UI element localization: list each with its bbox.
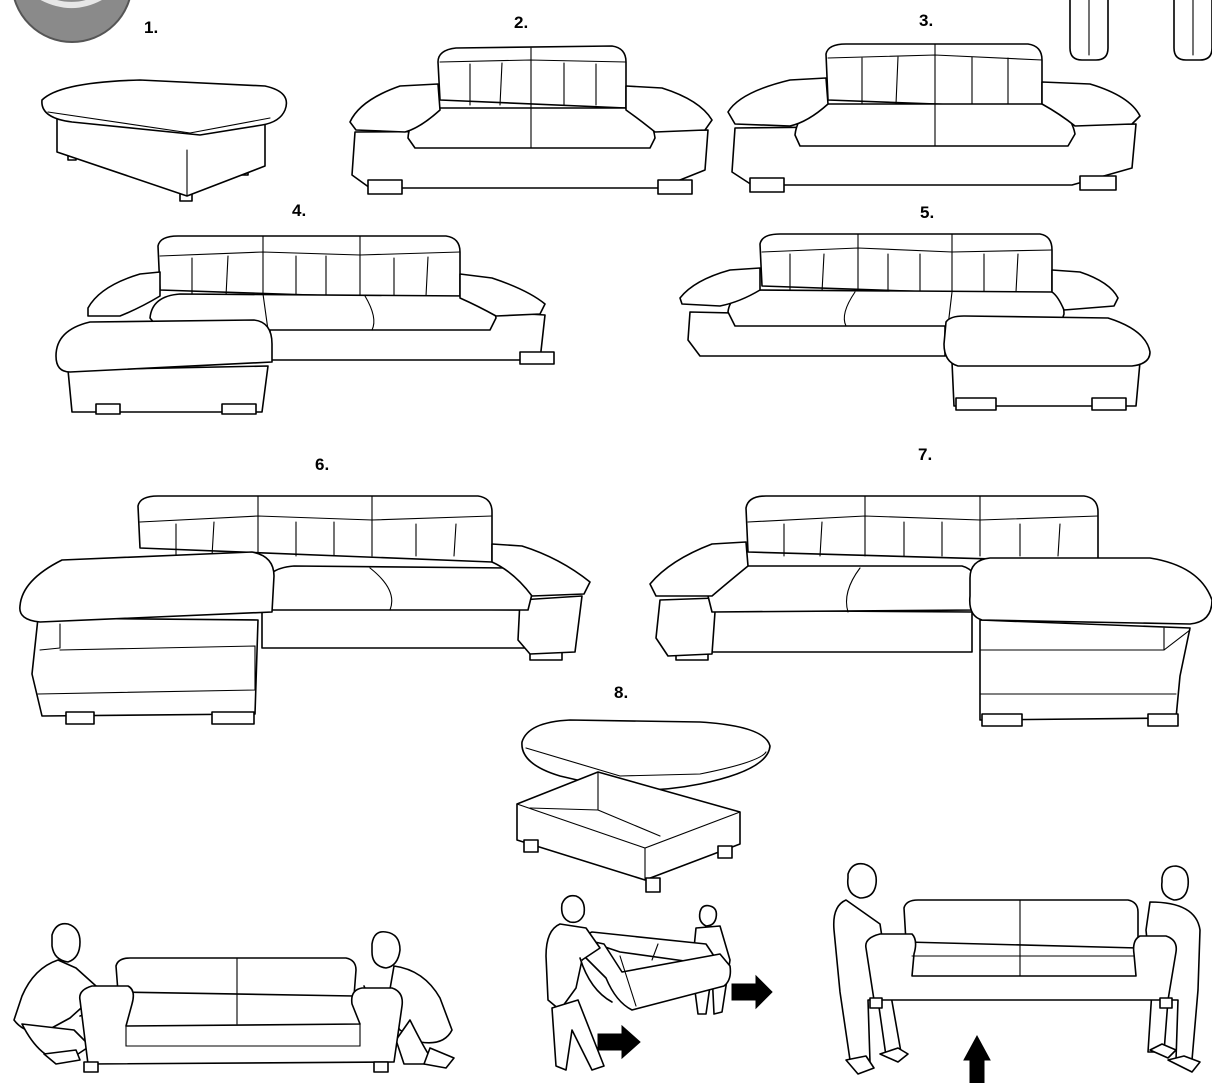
cushion-strip-icon <box>1069 0 1212 61</box>
movers-tilting-sofa-center <box>545 894 773 1071</box>
step-3-label: 3. <box>919 11 933 30</box>
sofa-step-2 <box>349 45 713 195</box>
movers-lifting-sofa-left <box>13 922 455 1073</box>
step-1-label: 1. <box>144 18 158 37</box>
step-5-label: 5. <box>920 203 934 222</box>
corner-sofa-step-4 <box>55 235 555 415</box>
corner-sofa-step-5 <box>679 233 1151 411</box>
step-7-label: 7. <box>918 445 932 464</box>
step-2-label: 2. <box>514 13 528 32</box>
arrow-right-icon <box>731 974 773 1010</box>
corner-sofa-step-7 <box>649 495 1212 727</box>
arrow-up-icon <box>963 1034 991 1083</box>
arrow-right-icon <box>597 1024 641 1060</box>
step-8-label: 8. <box>614 683 628 702</box>
step-6-label: 6. <box>315 455 329 474</box>
sofa-step-3 <box>727 43 1141 193</box>
ottoman-step-1 <box>41 79 288 202</box>
movers-carrying-sofa-right <box>832 862 1201 1083</box>
corner-badge-icon <box>13 0 131 43</box>
step-4-label: 4. <box>292 201 306 220</box>
corner-sofa-step-6 <box>19 495 591 725</box>
ottoman-step-8 <box>516 719 771 893</box>
